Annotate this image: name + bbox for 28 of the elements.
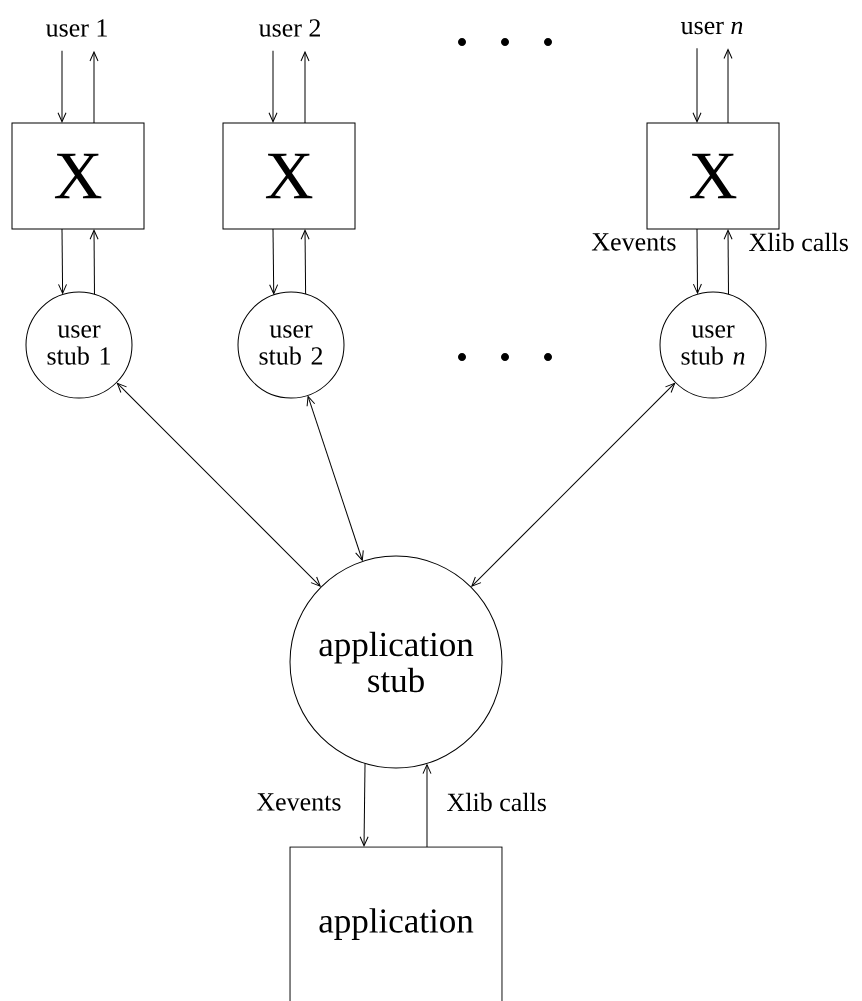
arrow <box>300 51 310 124</box>
arrow <box>422 764 432 848</box>
arrow <box>723 229 733 295</box>
edge-label: Xevents <box>255 792 343 812</box>
arrow <box>300 229 310 295</box>
user-label: user n <box>680 21 743 35</box>
arrow <box>359 762 369 847</box>
edge-label: Xevents <box>590 232 678 252</box>
arrow <box>306 396 364 561</box>
x-server-box: X <box>11 122 145 230</box>
arrow <box>89 229 99 295</box>
user-label: user 2 <box>258 19 320 37</box>
edge-label: Xlib calls <box>747 231 850 253</box>
x-server-box: X <box>646 122 780 230</box>
arrow <box>471 382 676 587</box>
arrow <box>116 382 321 587</box>
arrow <box>692 47 702 123</box>
arrow <box>269 228 279 295</box>
x-server-box: X <box>222 122 356 230</box>
arrow <box>723 49 733 124</box>
arrow <box>692 228 702 294</box>
arrow <box>268 50 278 123</box>
arrow <box>57 50 67 123</box>
arrow <box>58 228 68 294</box>
edge-label: Xlib calls <box>445 791 548 813</box>
application-box: application <box>289 846 503 1001</box>
user-label: user 1 <box>45 19 107 37</box>
arrow <box>89 51 99 124</box>
